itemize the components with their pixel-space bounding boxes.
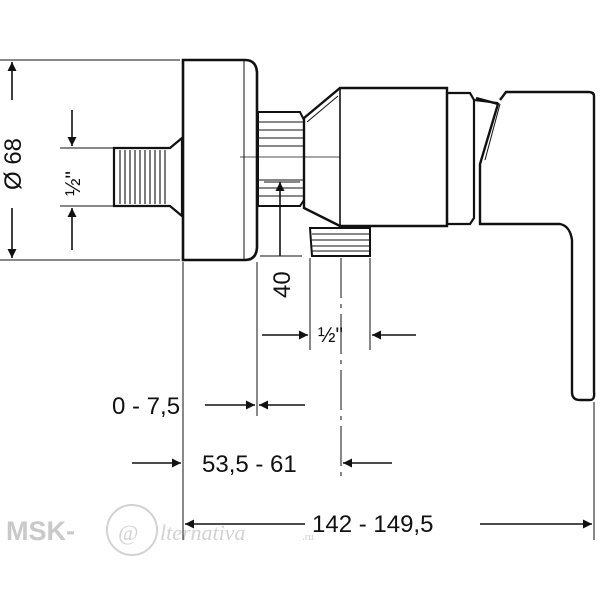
collar [445, 91, 476, 226]
dim-axis-range: 53,5 - 61 [132, 451, 392, 478]
inlet-nipple [112, 135, 184, 219]
outlet-thread [308, 227, 371, 257]
dim-total-label: 142 - 149,5 [312, 511, 433, 538]
lever-handle [475, 90, 596, 402]
dim-depth: 40 [260, 181, 302, 298]
watermark-brand: MSK- [6, 516, 75, 546]
cartridge-body [302, 86, 449, 228]
dim-axis-label: 53,5 - 61 [202, 451, 297, 478]
watermark-tld: .ru [302, 531, 314, 543]
dim-diameter: Ø 68 [0, 59, 180, 261]
inlet-threads [119, 150, 166, 204]
dim-total-range: 142 - 149,5 [185, 511, 592, 538]
rosette [181, 58, 259, 262]
extension-lines [182, 258, 595, 540]
dim-outlet-label: ½" [318, 324, 343, 347]
dim-inlet-thread: ½" [60, 110, 118, 250]
dim-outlet-thread: ½" [262, 324, 416, 347]
mixer-body [112, 58, 596, 402]
watermark: MSK- @ lternativa .ru [6, 504, 314, 556]
watermark-circle [106, 504, 158, 556]
dim-inlet-label: ½" [62, 171, 85, 196]
dim-wall-label: 0 - 7,5 [112, 393, 180, 420]
watermark-at: @ [118, 520, 138, 545]
nut-ribs [259, 121, 303, 197]
dim-wall-range: 0 - 7,5 [112, 393, 305, 420]
hex-nut [257, 111, 305, 207]
dim-depth-label: 40 [269, 271, 296, 298]
dim-diameter-label: Ø 68 [0, 138, 27, 190]
